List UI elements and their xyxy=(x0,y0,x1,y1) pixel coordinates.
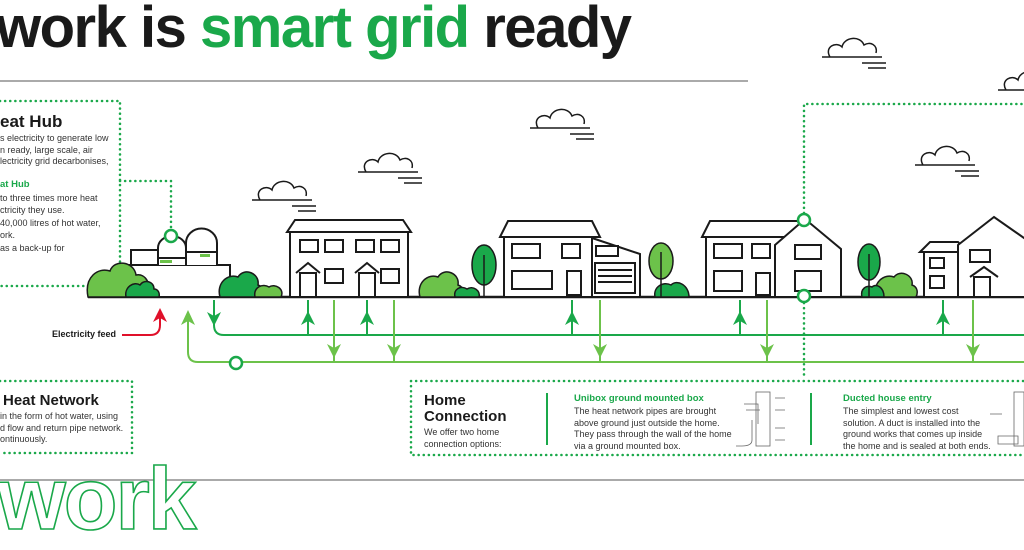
heat-hub-intro: s electricity to generate low n ready, l… xyxy=(0,133,109,168)
unibox-drawing xyxy=(736,391,785,447)
text-line: ctricity they use. xyxy=(0,204,65,215)
option-unibox: Unibox ground mounted box The heat netwo… xyxy=(574,393,732,452)
cloud-icon xyxy=(251,180,317,212)
up-arrow-icon xyxy=(936,311,950,325)
text-line: Connection xyxy=(424,408,507,425)
text-line: in the form of hot water, using xyxy=(0,411,119,421)
home-connection-body: We offer two home connection options: xyxy=(424,427,502,450)
home-connection-box xyxy=(409,379,1024,457)
heat-hub-subheading: at Hub xyxy=(0,179,30,190)
text-line: as a back-up for xyxy=(0,243,65,253)
title-text-end: ready xyxy=(468,0,632,60)
heat-network-box xyxy=(0,379,134,455)
text-line: via a ground mounted box. xyxy=(574,440,681,451)
text-line: to three times more heat xyxy=(0,193,98,203)
hub-node xyxy=(163,228,179,244)
text-line: above ground just outside the home. xyxy=(574,417,720,428)
ducted-entry-drawing xyxy=(990,391,1024,447)
page-title: work is smart grid ready xyxy=(0,0,632,61)
text-line: They pass through the wall of the home xyxy=(574,429,732,439)
option-title: Ducted house entry xyxy=(843,393,932,404)
cloud-icon xyxy=(914,145,980,177)
heat-hub-box xyxy=(0,99,122,288)
text-line: ontinuously. xyxy=(0,434,48,444)
up-arrow-icon xyxy=(301,311,315,325)
text-line: ork. xyxy=(0,229,16,240)
down-arrow-icon xyxy=(966,344,980,358)
option-title: Unibox ground mounted box xyxy=(574,393,704,404)
electricity-feed-line xyxy=(122,315,161,336)
option-ducted: Ducted house entry The simplest and lowe… xyxy=(843,393,991,452)
divider xyxy=(546,393,548,445)
text-line: the home and is sealed at both ends. xyxy=(843,440,991,451)
text-line: We offer two home xyxy=(424,427,500,437)
house-node-bottom xyxy=(796,288,812,304)
down-arrow-icon xyxy=(327,344,341,358)
heat-hub-bullets: to three times more heat ctricity they u… xyxy=(0,193,101,255)
text-line: connection options: xyxy=(424,438,502,449)
text-line: d flow and return pipe network. xyxy=(0,422,124,433)
heat-network-title: Heat Network xyxy=(3,392,99,409)
electricity-arrow-icon xyxy=(153,308,167,322)
text-line: The simplest and lowest cost xyxy=(843,406,959,416)
title-text: work is xyxy=(0,0,200,60)
text-line: The heat network pipes are brought xyxy=(574,406,717,416)
footer-word: twork xyxy=(0,448,197,549)
text-line: 40,000 litres of hot water, xyxy=(0,218,101,228)
home-connection-title: Home Connection xyxy=(424,393,507,425)
network-diagram xyxy=(0,37,1024,481)
text-line: lectricity grid decarbonises, xyxy=(0,156,109,166)
pipe-node xyxy=(228,355,244,371)
houses xyxy=(285,215,1024,298)
down-arrow-icon xyxy=(760,344,774,358)
flow-arrow-icon xyxy=(207,312,221,326)
hub-connector xyxy=(118,179,173,231)
flow-pipe xyxy=(213,300,1024,336)
cloud-icon xyxy=(997,70,1024,102)
up-arrow-icon xyxy=(360,311,374,325)
cloud-icon xyxy=(357,152,423,184)
return-pipe xyxy=(187,318,1024,363)
heat-network-body: in the form of hot water, using d flow a… xyxy=(0,411,123,446)
heat-hub-title: eat Hub xyxy=(0,112,63,131)
text-line: n ready, large scale, air xyxy=(0,144,93,155)
text-line: solution. A duct is installed into the xyxy=(843,417,981,428)
return-arrow-icon xyxy=(181,310,195,325)
divider xyxy=(810,393,812,445)
up-arrow-icon xyxy=(565,311,579,325)
electricity-feed-label: Electricity feed xyxy=(52,329,117,339)
text-line: ground works that comes up inside xyxy=(843,429,983,439)
down-arrow-icon xyxy=(593,344,607,358)
house-node-top xyxy=(796,212,812,228)
cloud-icon xyxy=(821,37,887,69)
title-highlight: smart grid xyxy=(199,0,470,60)
house-connector-top xyxy=(802,102,1024,215)
text-line: s electricity to generate low xyxy=(0,133,109,143)
cloud-icon xyxy=(529,108,595,140)
down-arrow-icon xyxy=(387,344,401,358)
up-arrow-icon xyxy=(733,311,747,325)
text-line: Home xyxy=(424,392,466,409)
